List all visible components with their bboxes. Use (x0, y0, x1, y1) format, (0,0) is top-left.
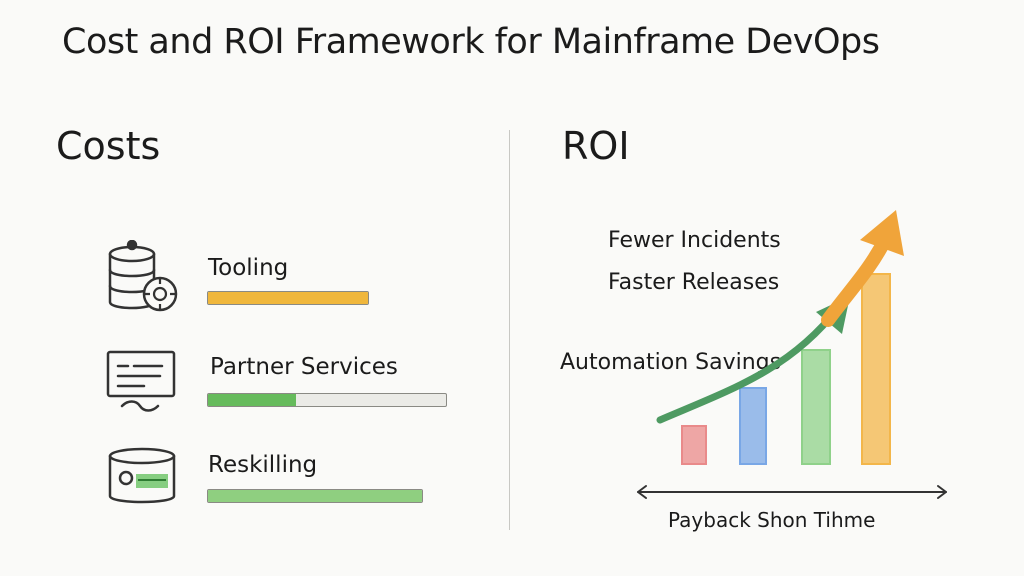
cost-bar-partner-services (207, 393, 447, 407)
page-title: Cost and ROI Framework for Mainframe Dev… (62, 22, 880, 62)
cost-label-partner-services: Partner Services (210, 354, 398, 380)
section-divider (509, 130, 510, 530)
growth-trend-line (656, 304, 842, 424)
document-handshake-icon (104, 348, 184, 422)
payback-timeline (637, 485, 947, 499)
training-book-icon (104, 446, 184, 520)
orange-arrowhead (860, 210, 904, 256)
cost-label-tooling: Tooling (208, 255, 289, 281)
costs-heading: Costs (56, 124, 161, 168)
cost-bar-reskilling (207, 489, 423, 503)
roi-bar (861, 273, 891, 465)
roi-bar (739, 387, 767, 465)
roi-heading: ROI (562, 124, 630, 168)
roi-bar (681, 425, 707, 465)
cost-bar-fill (208, 490, 422, 502)
roi-label-automation-savings: Automation Savings (560, 350, 782, 375)
roi-label-faster-releases: Faster Releases (608, 270, 780, 295)
database-gear-icon (104, 239, 180, 324)
roi-label-fewer-incidents: Fewer Incidents (608, 228, 781, 253)
roi-chart (656, 210, 904, 465)
payback-label: Payback Shon Tihme (668, 508, 876, 532)
cost-label-reskilling: Reskilling (208, 452, 318, 478)
cost-bar-tooling (207, 291, 369, 305)
cost-bar-fill (208, 394, 297, 406)
growth-trend-arrow (821, 231, 893, 327)
roi-bar (801, 349, 831, 465)
cost-bar-fill (208, 292, 368, 304)
